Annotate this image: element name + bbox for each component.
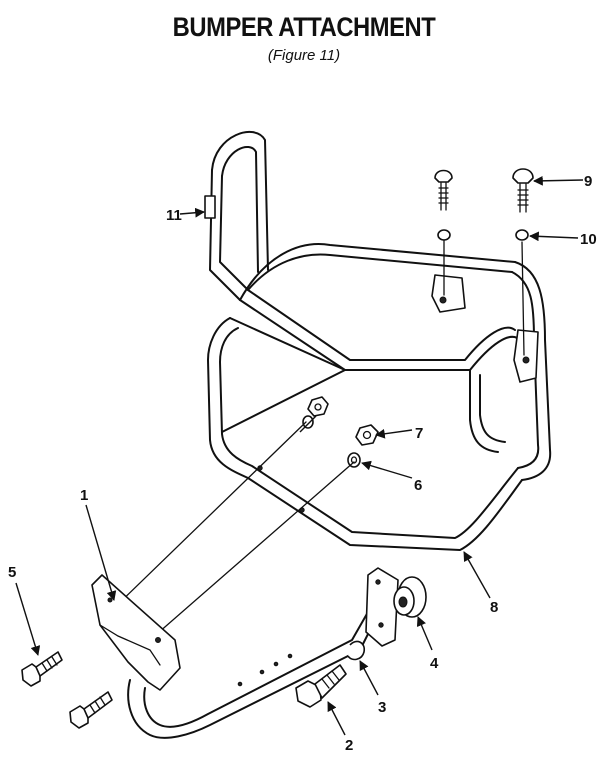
callout-1: 1 bbox=[80, 487, 88, 504]
front-axle-arm bbox=[127, 604, 381, 739]
carriage-bolt-right bbox=[512, 168, 534, 213]
diagram-title: BUMPER ATTACHMENT bbox=[172, 12, 436, 42]
lock-washer-left bbox=[437, 229, 451, 241]
mounting-bracket bbox=[91, 574, 181, 691]
hex-bolt-front bbox=[295, 664, 347, 708]
washer-upper bbox=[302, 415, 314, 429]
callout-8: 8 bbox=[490, 599, 498, 616]
wheel-mount-plate bbox=[365, 567, 399, 647]
carriage-bolt-left bbox=[434, 169, 453, 211]
diagram-subtitle: (Figure 11) bbox=[267, 47, 341, 64]
callout-4: 4 bbox=[430, 655, 439, 672]
bumper-label-plate bbox=[204, 195, 216, 219]
callout-10: 10 bbox=[580, 231, 597, 248]
lock-washer-front bbox=[347, 640, 366, 661]
hex-bolt-left-lower bbox=[69, 691, 113, 729]
callout-5: 5 bbox=[8, 564, 16, 581]
callout-2: 2 bbox=[345, 737, 353, 754]
washer-lower bbox=[347, 452, 361, 468]
callout-6: 6 bbox=[414, 477, 422, 494]
lock-washer-right bbox=[515, 229, 529, 241]
hex-bolt-left-upper bbox=[21, 651, 63, 687]
leader-lines bbox=[15, 175, 584, 736]
hex-nut-lower bbox=[355, 424, 379, 446]
rear-bracket-right bbox=[513, 329, 539, 383]
hex-nut-upper bbox=[307, 396, 329, 417]
callout-7: 7 bbox=[415, 425, 423, 442]
callout-9: 9 bbox=[584, 173, 592, 190]
bumper-frame bbox=[207, 130, 552, 551]
bumper-wheel bbox=[393, 576, 427, 618]
callout-3: 3 bbox=[378, 699, 386, 716]
rear-bracket-left bbox=[431, 274, 466, 313]
callout-11: 11 bbox=[166, 207, 182, 224]
